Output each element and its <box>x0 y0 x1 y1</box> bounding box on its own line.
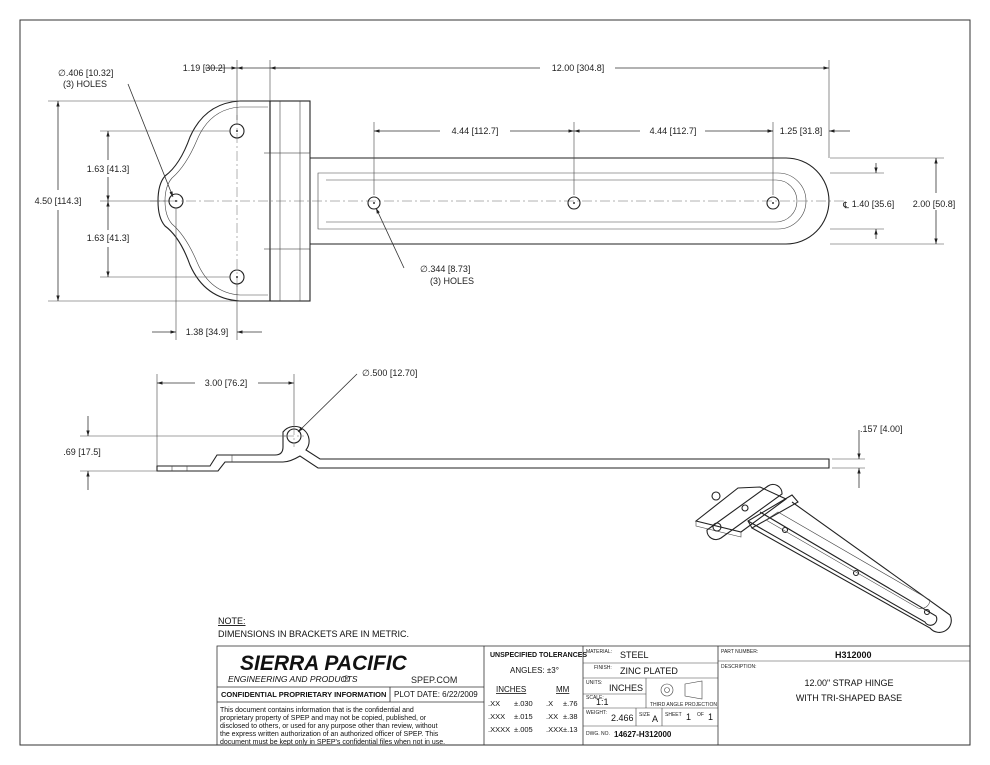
dim-thickness: .157 [4.00] <box>860 424 903 434</box>
callout-small-holes-count: (3) HOLES <box>430 276 474 286</box>
svg-text:.X: .X <box>546 699 553 708</box>
dim-base-hole-offset: 1.38 [34.9] <box>186 327 229 337</box>
part-number: H312000 <box>835 650 872 660</box>
dwg-label: DWG. NO. <box>586 731 610 737</box>
dim-overall-length: 12.00 [304.8] <box>552 63 605 73</box>
angles-tolerance: ANGLES: ±3° <box>510 666 559 675</box>
callout-small-holes: ∅.344 [8.73] <box>420 264 470 274</box>
finish-value: ZINC PLATED <box>620 666 678 676</box>
strap-outline <box>310 157 830 245</box>
base-holes <box>168 123 245 285</box>
weight-value: 2.466 <box>611 713 634 723</box>
dim-strap-width: 2.00 [50.8] <box>913 199 956 209</box>
dim-hole-spacing-upper: 1.63 [41.3] <box>87 164 130 174</box>
dim-pin-height: .69 [17.5] <box>63 447 101 457</box>
svg-text:.XXX: .XXX <box>488 712 505 721</box>
note-title: NOTE: <box>218 616 246 626</box>
strap-holes <box>367 196 780 210</box>
dwg-number: 14627-H312000 <box>614 730 672 739</box>
side-profile <box>156 425 830 472</box>
company-subtitle: ENGINEERING AND PRODUCTS <box>228 674 358 684</box>
svg-text:.XX: .XX <box>546 712 558 721</box>
side-view: 3.00 [76.2] ∅.500 [12.70] .69 [17.5] .15… <box>63 368 903 490</box>
dim-hole-pitch-2: 4.44 [112.7] <box>650 126 697 136</box>
plot-date: PLOT DATE: 6/22/2009 <box>394 690 478 699</box>
dim-pin-offset: 3.00 [76.2] <box>205 378 248 388</box>
finish-label: FINISH: <box>594 665 612 671</box>
callout-pin-diameter: ∅.500 [12.70] <box>362 368 417 378</box>
note-text: DIMENSIONS IN BRACKETS ARE IN METRIC. <box>218 629 409 639</box>
svg-text:±.015: ±.015 <box>514 712 533 721</box>
svg-text:.XXXX: .XXXX <box>488 725 510 734</box>
registered-mark: ® <box>343 674 350 684</box>
projection-label: THIRD ANGLE PROJECTION <box>650 702 717 708</box>
dim-hole-spacing-lower: 1.63 [41.3] <box>87 233 130 243</box>
size-label: SIZE <box>639 712 651 718</box>
svg-text:±.76: ±.76 <box>563 699 578 708</box>
svg-text:.XX: .XX <box>488 699 500 708</box>
conf-line-1: This document contains information that … <box>220 707 414 714</box>
part-number-label: PART NUMBER: <box>721 649 758 655</box>
sheet-label: SHEET <box>665 712 682 718</box>
callout-large-holes: ∅.406 [10.32] <box>58 68 113 78</box>
tolerance-rows: .XX ±.030 .X ±.76 .XXX ±.015 .XX ±.38 .X… <box>488 699 578 734</box>
weight-label: WEIGHT: <box>586 710 607 716</box>
title-block: SIERRA PACIFIC ENGINEERING AND PRODUCTS … <box>216 645 971 746</box>
of-label: OF <box>697 712 704 718</box>
scale-label: SCALE: <box>586 695 604 701</box>
scale-value: 1:1 <box>596 697 609 707</box>
svg-text:±.13: ±.13 <box>563 725 578 734</box>
svg-text:.XXX: .XXX <box>546 725 563 734</box>
description-label: DESCRIPTION: <box>721 664 757 670</box>
conf-line-3: disclosed to others, or used for any pur… <box>220 723 438 730</box>
material-label: MATERIAL: <box>586 649 612 655</box>
sheet-value: 1 <box>686 712 691 722</box>
mm-header: MM <box>556 685 570 694</box>
conf-line-2: proprietary property of SPEP and may not… <box>220 715 427 722</box>
of-value: 1 <box>708 712 713 722</box>
units-value: INCHES <box>609 683 643 693</box>
size-value: A <box>652 714 658 724</box>
company-website: SPEP.COM <box>411 675 457 685</box>
conf-line-4: the express written authorization of an … <box>220 731 439 738</box>
svg-text:±.005: ±.005 <box>514 725 533 734</box>
dim-base-height: 4.50 [114.3] <box>35 196 82 206</box>
description-line-1: 12.00" STRAP HINGE <box>804 678 893 688</box>
svg-text:±.38: ±.38 <box>563 712 578 721</box>
dim-end-hole: 1.25 [31.8] <box>780 126 823 136</box>
centerline-mark: ℄ <box>842 200 849 210</box>
callout-large-holes-count: (3) HOLES <box>63 79 107 89</box>
material-value: STEEL <box>620 650 649 660</box>
isometric-view <box>694 483 952 633</box>
description-line-2: WITH TRI-SHAPED BASE <box>796 693 902 703</box>
units-label: UNITS: <box>586 680 602 686</box>
dim-hole-pitch-1: 4.44 [112.7] <box>452 126 499 136</box>
inches-header: INCHES <box>496 685 526 694</box>
dim-slot-width: 1.40 [35.6] <box>852 199 895 209</box>
tolerances-title: UNSPECIFIED TOLERANCES <box>490 652 587 659</box>
company-name: SIERRA PACIFIC <box>240 652 408 675</box>
top-view: 12.00 [304.8] 1.19 [30.2] 4.44 [112.7] 4… <box>35 60 956 340</box>
confidential-label: CONFIDENTIAL PROPRIETARY INFORMATION <box>221 690 386 699</box>
conf-line-5: document must be kept only in SPEP's con… <box>220 739 445 746</box>
dim-knuckle-offset: 1.19 [30.2] <box>183 63 226 73</box>
projection-symbol <box>660 680 703 700</box>
svg-text:±.030: ±.030 <box>514 699 533 708</box>
